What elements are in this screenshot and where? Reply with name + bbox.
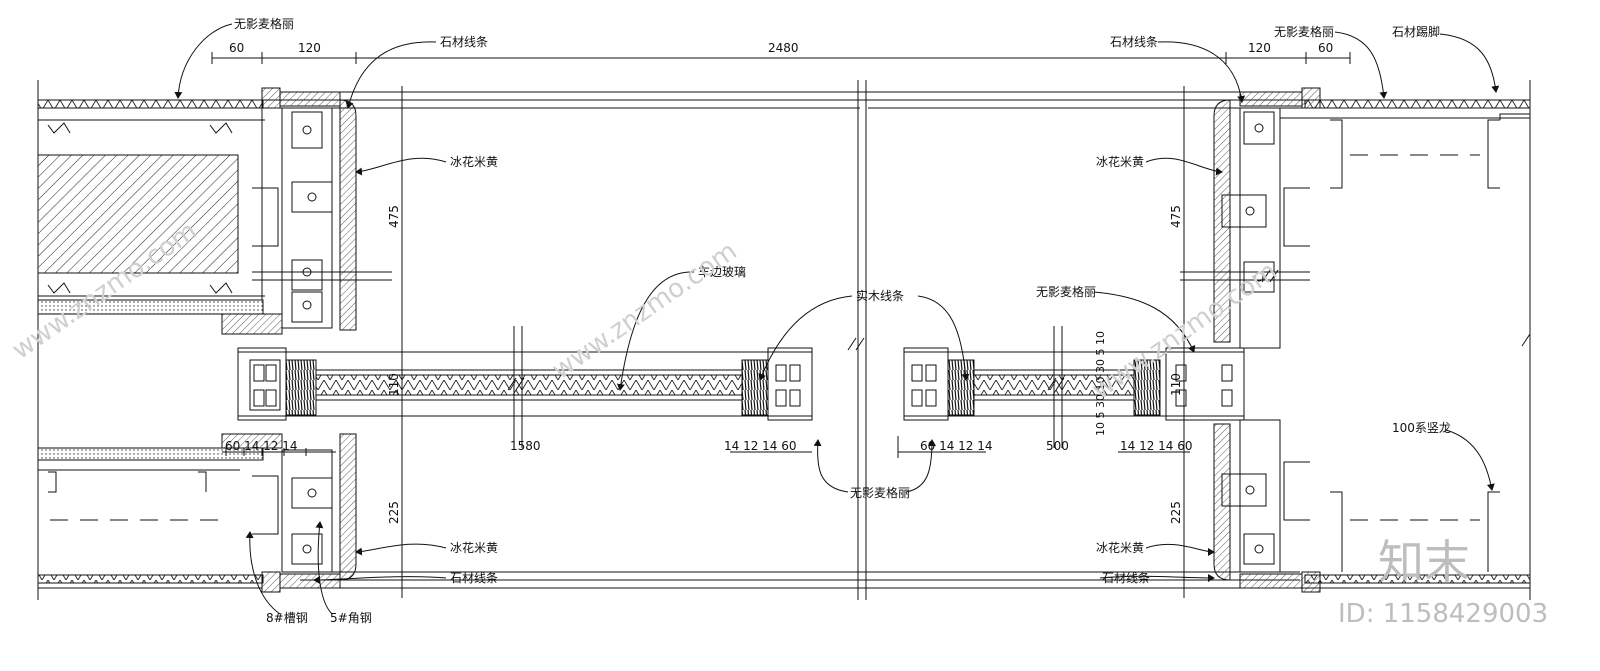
- label-shicai-xiantiao-top-left: 石材线条: [440, 35, 488, 49]
- label-binghua-right-top: 冰花米黄: [1096, 154, 1144, 169]
- right-upper-stone-frame: [1180, 87, 1530, 349]
- label-caogang: 8#槽钢: [266, 611, 308, 625]
- watermark-url-right: www.znzmo.com: [1087, 256, 1283, 406]
- label-shicai-xiantiao-bottom-left: 石材线条: [450, 571, 498, 585]
- dim-left-mid: 14 12 14 60: [724, 439, 797, 453]
- label-chebian-boli: 车边玻璃: [698, 264, 746, 279]
- label-shimu-xiantiao: 实木线条: [856, 288, 904, 303]
- label-jiaogang: 5#角钢: [330, 611, 372, 625]
- label-wuying-top-right: 无影麦格丽: [1274, 24, 1334, 39]
- break-marks: [507, 269, 1531, 391]
- label-binghua-right-bottom: 冰花米黄: [1096, 540, 1144, 555]
- label-wuying-bottom-center: 无影麦格丽: [850, 485, 910, 500]
- left-door-section: [237, 326, 813, 448]
- bottom-dimension-line: [222, 436, 1190, 458]
- dim-500: 500: [1046, 439, 1069, 453]
- label-wuying-top-left: 无影麦格丽: [234, 16, 294, 31]
- dim-60-left: 60: [229, 41, 244, 55]
- left-lower-stone-frame: [37, 433, 357, 593]
- labels: 无影麦格丽 石材线条 石材线条 无影麦格丽 石材踢脚 冰花米黄 冰花米黄 车边玻…: [234, 16, 1451, 625]
- dim-right-mid: 14 12 14 60: [1120, 439, 1193, 453]
- dim-1580: 1580: [510, 439, 541, 453]
- dim-60-right: 60: [1318, 41, 1333, 55]
- label-binghua-left-top: 冰花米黄: [450, 154, 498, 169]
- dim-120-left: 120: [298, 41, 321, 55]
- top-wall-right: [1280, 80, 1531, 600]
- label-shulong: 100系竖龙: [1392, 421, 1451, 435]
- watermark-brand: 知末: [1378, 535, 1470, 589]
- label-wuying-mid-right: 无影麦格丽: [1036, 284, 1096, 299]
- top-dimension-line: [211, 52, 1351, 64]
- label-shicai-xiantiao-bottom-right: 石材线条: [1102, 571, 1150, 585]
- dim-110-right: 110: [1169, 373, 1183, 396]
- dim-110-left: 110: [387, 373, 401, 396]
- dim-2480: 2480: [768, 41, 799, 55]
- dim-120-right: 120: [1248, 41, 1271, 55]
- dim-475-right: 475: [1169, 205, 1183, 228]
- watermark-url-center: www.znzmo.com: [547, 236, 743, 386]
- vertical-dimension-lines: [401, 100, 1185, 352]
- watermark: www.znzmo.com www.znzmo.com www.znzmo.co…: [7, 216, 1548, 629]
- leader-lines: [174, 23, 1500, 615]
- dim-stack-right: 10 5 30 10 30 5 10: [1094, 331, 1107, 436]
- label-shicai-xiantiao-top-right: 石材线条: [1110, 35, 1158, 49]
- right-lower-stone-frame: [1213, 419, 1531, 593]
- right-door-section: [903, 326, 1245, 448]
- dim-left-small: 60 14 12 14: [225, 439, 298, 453]
- dim-475-left: 475: [387, 205, 401, 228]
- left-upper-stone-frame: [252, 87, 392, 331]
- watermark-id: ID: 1158429003: [1338, 599, 1548, 629]
- label-shicai-tijiao: 石材踢脚: [1392, 24, 1440, 39]
- label-binghua-left-bottom: 冰花米黄: [450, 540, 498, 555]
- dim-225-left: 225: [387, 501, 401, 524]
- dim-225-right: 225: [1169, 501, 1183, 524]
- dim-right-small: 60 14 12 14: [920, 439, 993, 453]
- left-concrete-block: [37, 122, 283, 335]
